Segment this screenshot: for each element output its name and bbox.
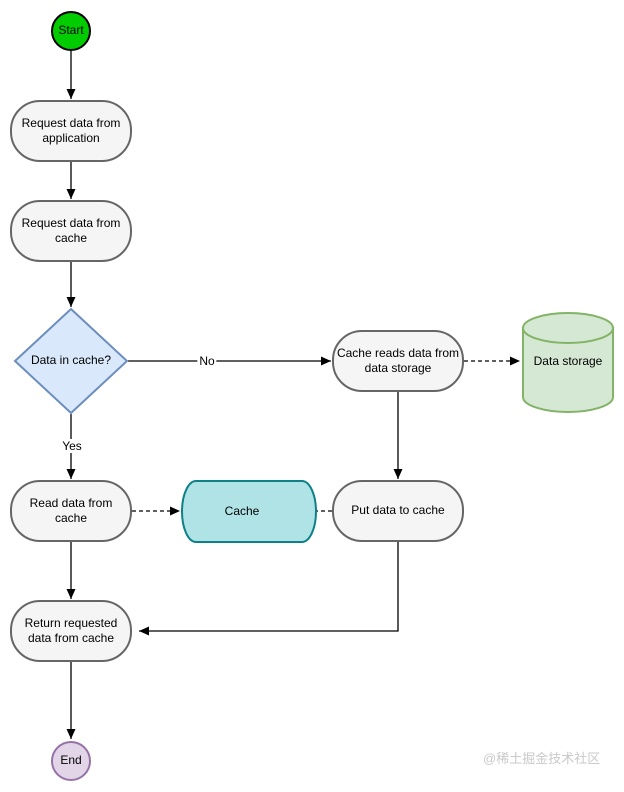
stored-data-cache: [181, 480, 317, 543]
edge-label-no: No: [197, 354, 217, 368]
end-node: [51, 741, 91, 781]
process-put-to-cache: [332, 480, 464, 542]
start-node: [51, 11, 91, 51]
watermark-text: @稀土掘金技术社区: [483, 751, 601, 766]
edge-label-yes: Yes: [60, 439, 84, 453]
process-return-data: [10, 600, 132, 662]
cylinder-top-arc: [522, 327, 614, 344]
cylinder-data-storage: [522, 312, 614, 413]
process-request-from-cache: [10, 200, 132, 262]
process-request-from-application: [10, 100, 132, 162]
process-read-from-cache: [10, 480, 132, 542]
decision-data-in-cache: [13, 307, 129, 415]
edge-put-to-cache-to-return: [139, 541, 399, 636]
process-cache-reads-storage: [332, 330, 464, 392]
cylinder-body: [522, 312, 614, 413]
